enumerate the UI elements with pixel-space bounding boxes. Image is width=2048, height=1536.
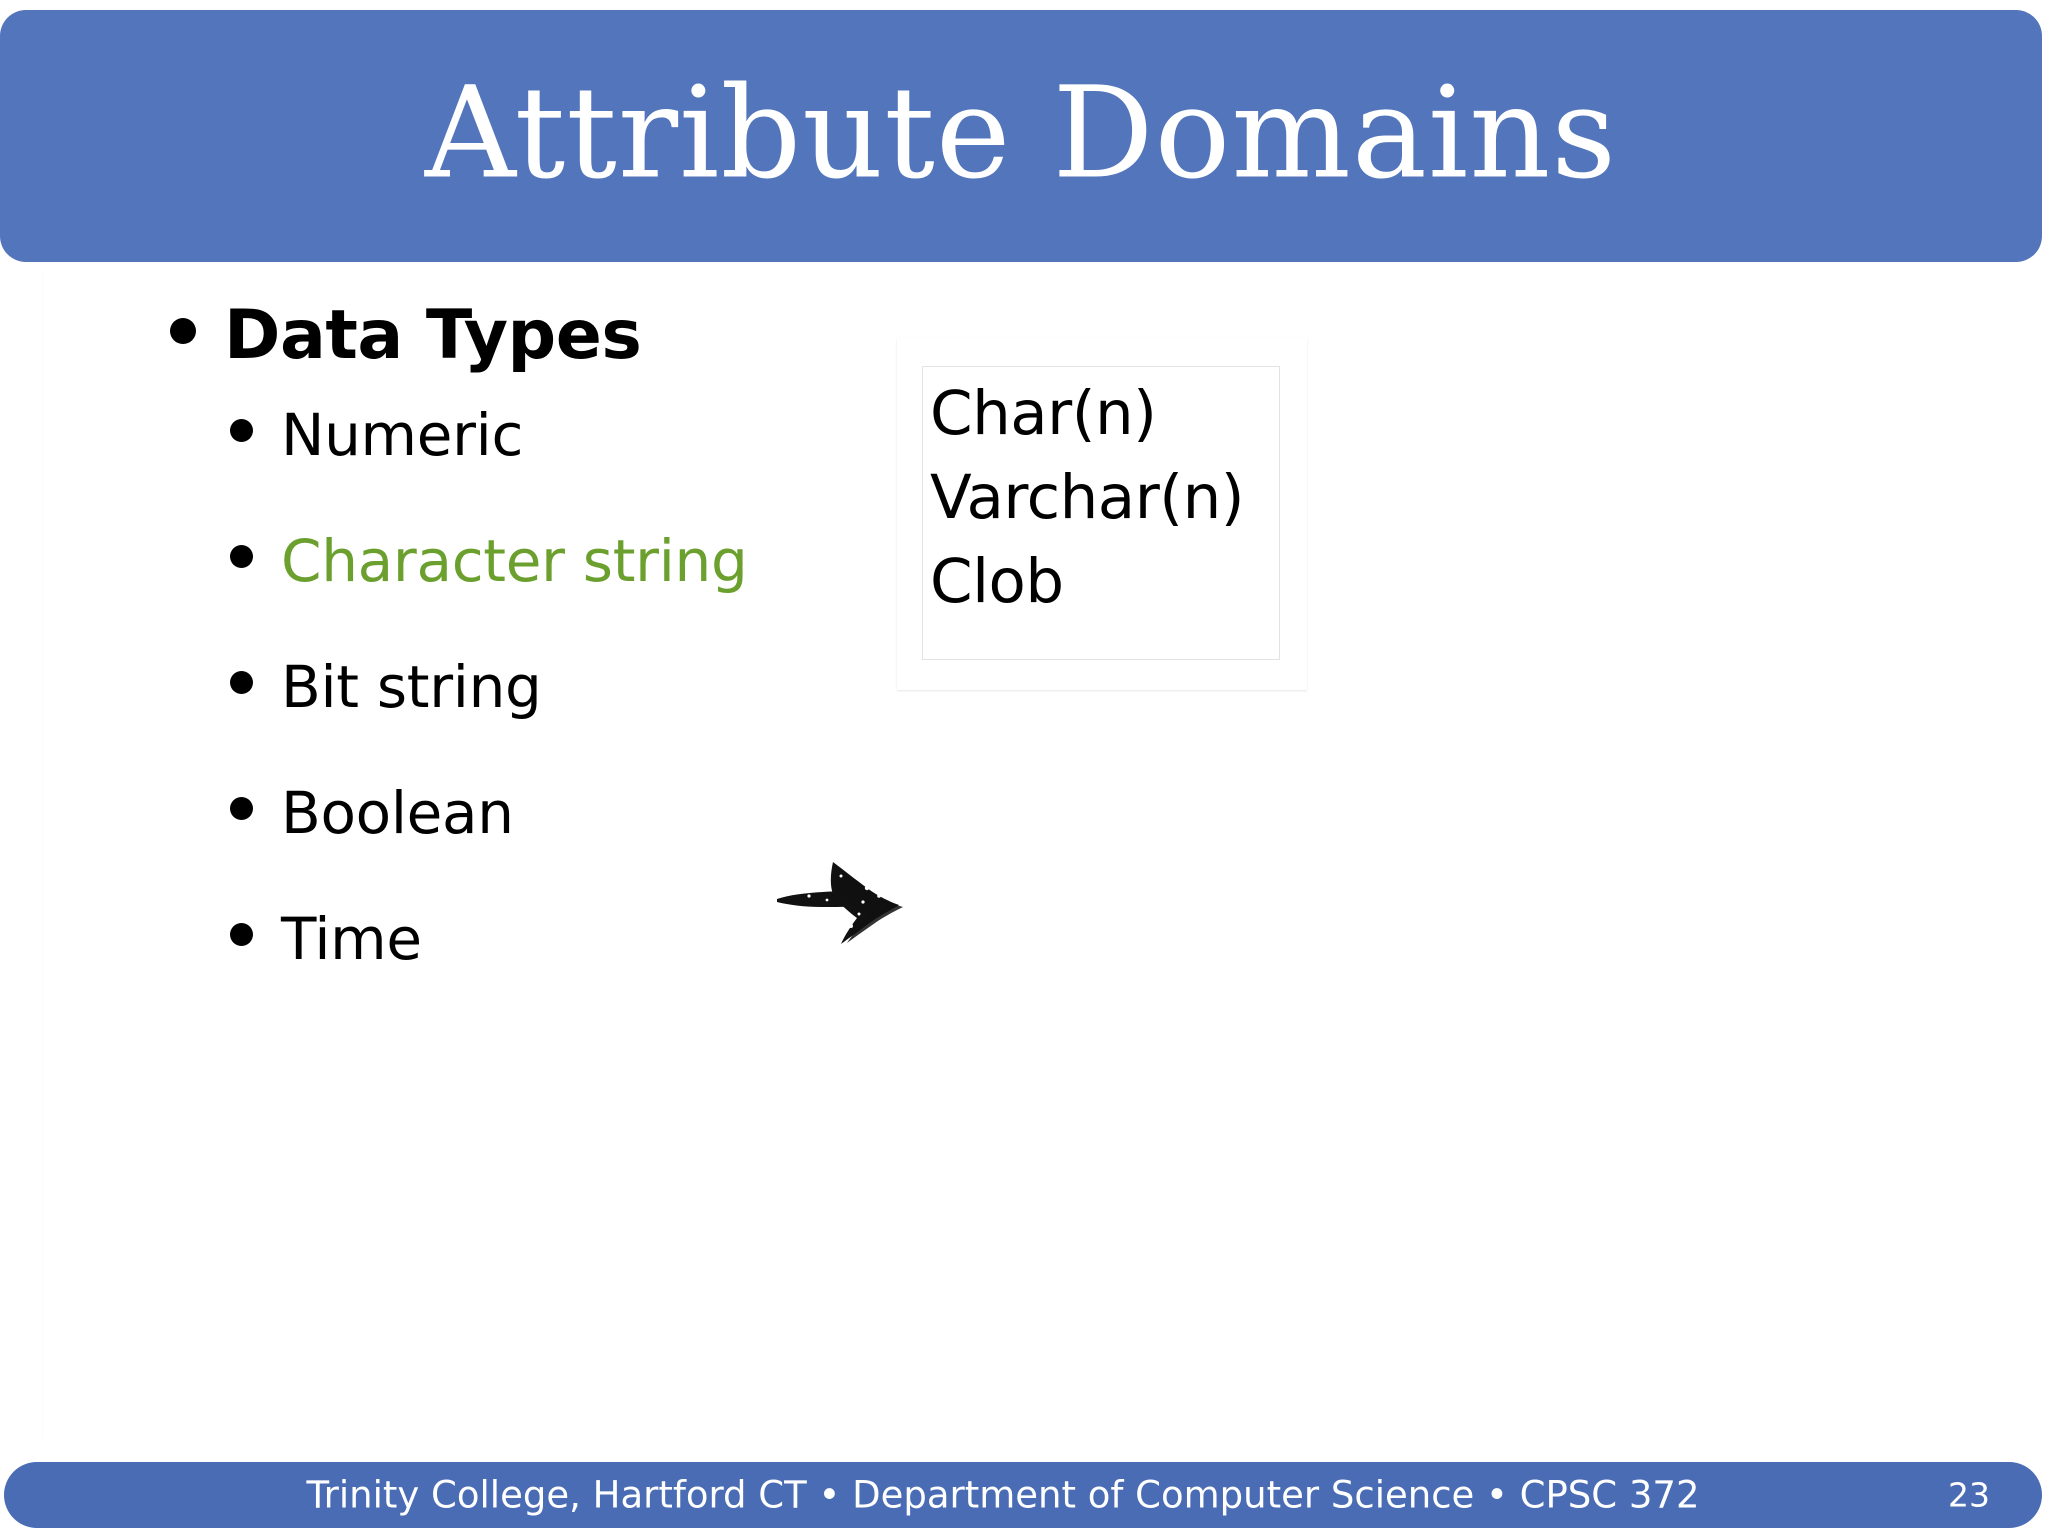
bullet-dot-icon bbox=[230, 923, 253, 946]
character-types-note-card: Char(n) Varchar(n) Clob bbox=[897, 338, 1307, 724]
bullet-dot-icon bbox=[230, 545, 253, 568]
list-item: Numeric bbox=[230, 406, 1070, 532]
bullet-dot-icon bbox=[230, 797, 253, 820]
bullet-dot-icon bbox=[230, 419, 253, 442]
page-title: Attribute Domains bbox=[424, 59, 1618, 207]
bullet-label-boolean: Boolean bbox=[281, 779, 514, 847]
hand-drawn-right-arrow-icon bbox=[777, 862, 903, 944]
card-text-block: Char(n) Varchar(n) Clob bbox=[930, 372, 1287, 624]
arrow-annotation bbox=[775, 852, 920, 947]
list-item: Character string bbox=[230, 532, 1070, 658]
note-line-char: Char(n) bbox=[930, 378, 1157, 449]
slide-left-edge-line bbox=[42, 268, 43, 1438]
title-bar: Attribute Domains bbox=[0, 10, 2042, 262]
bullet-label-data-types: Data Types bbox=[224, 296, 642, 375]
note-line-varchar: Varchar(n) bbox=[930, 462, 1245, 533]
bullet-list: Data Types Numeric Character string Bit … bbox=[170, 302, 1070, 1036]
card-inner-border bbox=[922, 366, 1280, 660]
bullet-dot-icon bbox=[230, 671, 253, 694]
list-item: Boolean bbox=[230, 784, 1070, 910]
list-item: Bit string bbox=[230, 658, 1070, 784]
footer-bar: Trinity College, Hartford CT • Departmen… bbox=[4, 1462, 2042, 1528]
bullet-label-numeric: Numeric bbox=[281, 401, 524, 469]
note-line-clob: Clob bbox=[930, 546, 1064, 617]
bullet-label-time: Time bbox=[281, 905, 422, 973]
bullet-label-bit-string: Bit string bbox=[281, 653, 542, 721]
footer-text: Trinity College, Hartford CT • Departmen… bbox=[306, 1473, 1700, 1517]
bullet-label-character-string: Character string bbox=[281, 527, 748, 595]
page-number: 23 bbox=[1948, 1475, 1990, 1515]
slide-content: Data Types Numeric Character string Bit … bbox=[0, 262, 2048, 1452]
list-item: Time bbox=[230, 910, 1070, 1036]
bullet-dot-icon bbox=[170, 318, 196, 344]
list-item: Data Types bbox=[170, 302, 1070, 406]
